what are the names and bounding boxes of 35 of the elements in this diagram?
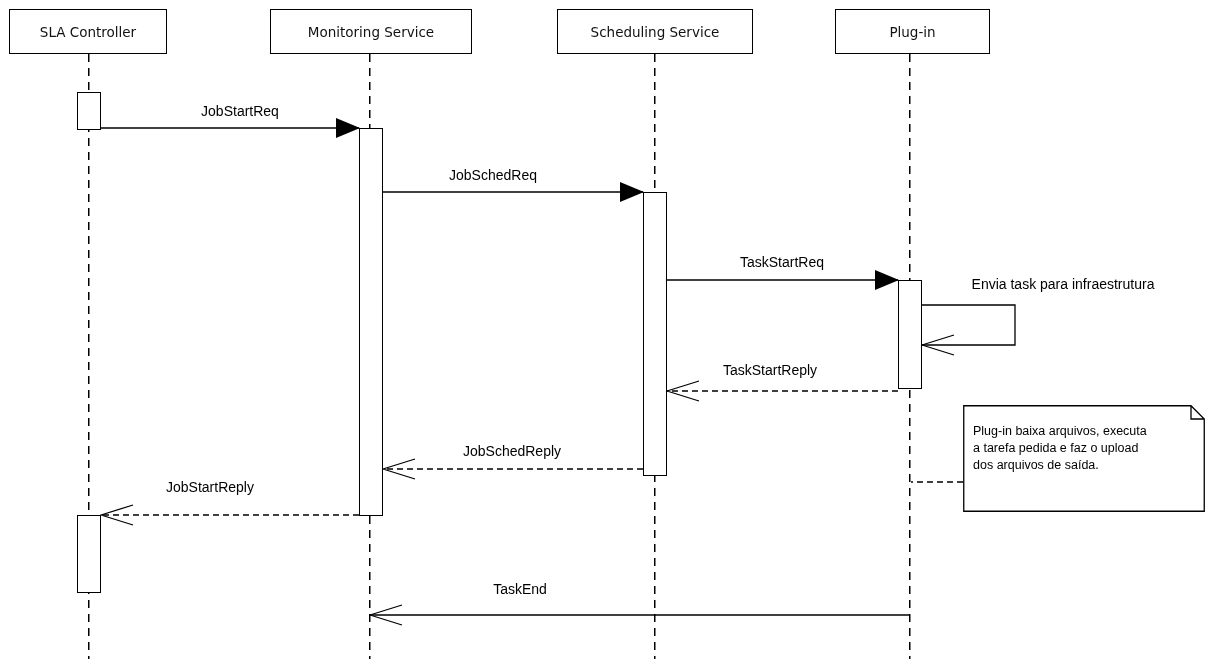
reply-arrow: [100, 504, 360, 526]
note-text: Plug-in baixa arquivos, executa a tarefa pedida e faz o upload dos arquivos de saída.: [973, 423, 1148, 474]
message-arrow: [369, 604, 911, 626]
message-label: Envia task para infraestrutura: [969, 276, 1157, 292]
lifeline: [88, 54, 90, 659]
message-arrow: [666, 270, 899, 290]
message-arrow: [921, 304, 1016, 356]
reply-arrow: [666, 380, 899, 402]
participant-name: Monitoring Service: [307, 23, 435, 40]
activation-bar: [77, 92, 101, 130]
message-label: JobSchedReq: [447, 167, 539, 183]
activation-bar: [643, 192, 667, 476]
participant-name: Plug-in: [889, 23, 936, 40]
activation-bar: [359, 128, 383, 516]
activation-bar: [898, 280, 922, 389]
activation-bar: [77, 515, 101, 593]
participant-box: [835, 9, 990, 54]
note: [963, 405, 1205, 512]
lifeline: [909, 54, 911, 659]
participant-name: SLA Controller: [39, 23, 137, 40]
reply-arrow: [382, 458, 644, 480]
participant-box: [557, 9, 753, 54]
message-arrow: [382, 182, 644, 202]
message-label: TaskStartReq: [738, 254, 826, 270]
message-label: JobStartReq: [199, 103, 281, 119]
message-arrow: [100, 118, 360, 138]
message-label: JobSchedReply: [460, 443, 564, 459]
message-label: JobStartReply: [164, 479, 256, 495]
participant-name: Scheduling Service: [590, 23, 720, 40]
leader-line: [910, 481, 964, 483]
message-label: TaskEnd: [491, 581, 549, 597]
participant-box: [270, 9, 472, 54]
participant-box: [9, 9, 167, 54]
message-label: TaskStartReply: [720, 362, 820, 378]
lifeline: [654, 54, 656, 659]
